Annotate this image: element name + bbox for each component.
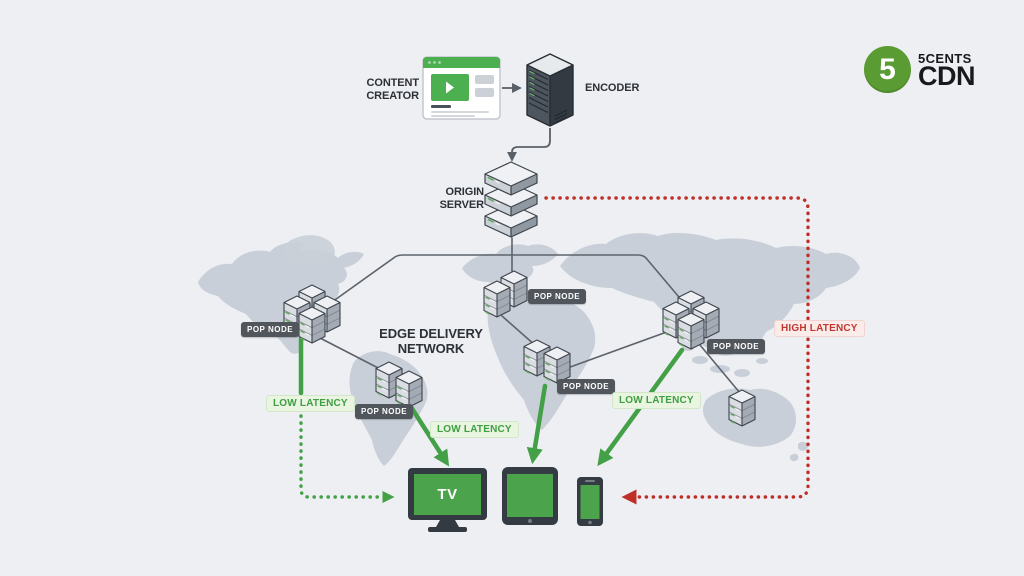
low-latency-label-middle: LOW LATENCY bbox=[430, 421, 519, 438]
browser-window-icon bbox=[422, 56, 501, 120]
origin-server-icon bbox=[484, 161, 538, 238]
low-latency-label-right: LOW LATENCY bbox=[612, 392, 701, 409]
encoder-icon bbox=[526, 53, 574, 127]
logo-name-top: 5CENTS bbox=[918, 50, 972, 66]
pop-node-badge-africa: POP NODE bbox=[557, 379, 616, 394]
tablet-icon bbox=[502, 467, 558, 525]
high-latency-path bbox=[544, 196, 810, 505]
edge-network-title: EDGE DELIVERY NETWORK bbox=[379, 326, 483, 357]
network-lines bbox=[319, 237, 741, 394]
pop-node-badge-europe: POP NODE bbox=[528, 289, 587, 304]
logo-wordmark: 5CENTS CDN bbox=[918, 50, 976, 91]
logo-circle-icon: 5 bbox=[864, 46, 911, 93]
content-creator-label: CONTENT CREATOR bbox=[366, 77, 419, 103]
high-latency-label: HIGH LATENCY bbox=[774, 320, 865, 337]
logo-name-bottom: CDN bbox=[918, 60, 976, 91]
pop-node-badge-south-america: POP NODE bbox=[355, 404, 414, 419]
pop-node-badge-north-america: POP NODE bbox=[241, 322, 300, 337]
pop-node-badge-asia: POP NODE bbox=[707, 339, 766, 354]
encoder-label: ENCODER bbox=[585, 82, 640, 94]
smartphone-icon bbox=[577, 477, 603, 526]
origin-server-label: ORIGIN SERVER bbox=[439, 186, 485, 212]
tv-icon bbox=[408, 468, 487, 532]
low-latency-label-left: LOW LATENCY bbox=[266, 395, 355, 412]
brand-logo: 5 5CENTS CDN bbox=[864, 46, 976, 93]
pop-single-oceania-icon bbox=[728, 389, 756, 427]
encoder-to-origin-arrow bbox=[507, 128, 551, 162]
tv-screen-label: TV bbox=[437, 486, 458, 503]
